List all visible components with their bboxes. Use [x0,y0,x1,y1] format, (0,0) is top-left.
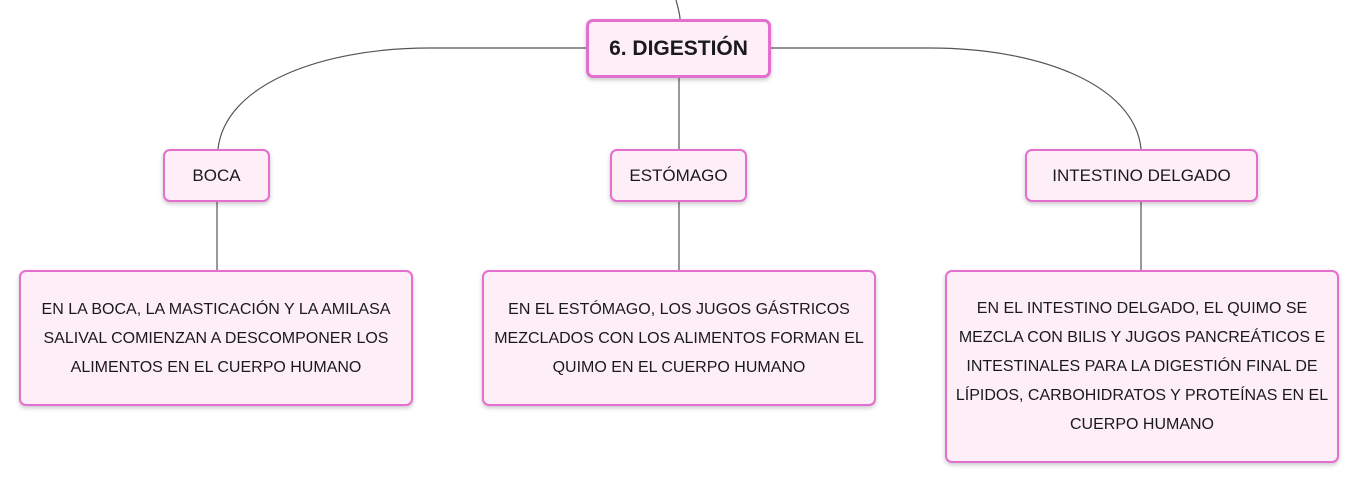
detail-node-estomago[interactable]: EN EL ESTÓMAGO, LOS JUGOS GÁSTRICOS MEZC… [482,270,876,406]
branch-node-intestino-delgado[interactable]: INTESTINO DELGADO [1025,149,1258,202]
branch-node-boca[interactable]: BOCA [163,149,270,202]
detail-text-estomago: EN EL ESTÓMAGO, LOS JUGOS GÁSTRICOS MEZC… [494,300,864,376]
connector-root-to-boca [217,47,586,150]
connector-parent-to-root [675,0,681,20]
root-node[interactable]: 6. DIGESTIÓN [586,19,771,78]
detail-node-boca[interactable]: EN LA BOCA, LA MASTICACIÓN Y LA AMILASA … [19,270,413,406]
branch-label-boca: BOCA [192,165,241,185]
branch-label-estomago: ESTÓMAGO [629,165,728,185]
detail-node-intestino-delgado[interactable]: EN EL INTESTINO DELGADO, EL QUIMO SE MEZ… [945,270,1339,463]
root-label: 6. DIGESTIÓN [609,36,748,60]
connector-root-to-intestino [771,47,1142,150]
branch-label-intestino-delgado: INTESTINO DELGADO [1052,165,1231,185]
branch-node-estomago[interactable]: ESTÓMAGO [610,149,747,202]
detail-text-boca: EN LA BOCA, LA MASTICACIÓN Y LA AMILASA … [41,300,391,376]
detail-text-intestino-delgado: EN EL INTESTINO DELGADO, EL QUIMO SE MEZ… [955,300,1329,433]
